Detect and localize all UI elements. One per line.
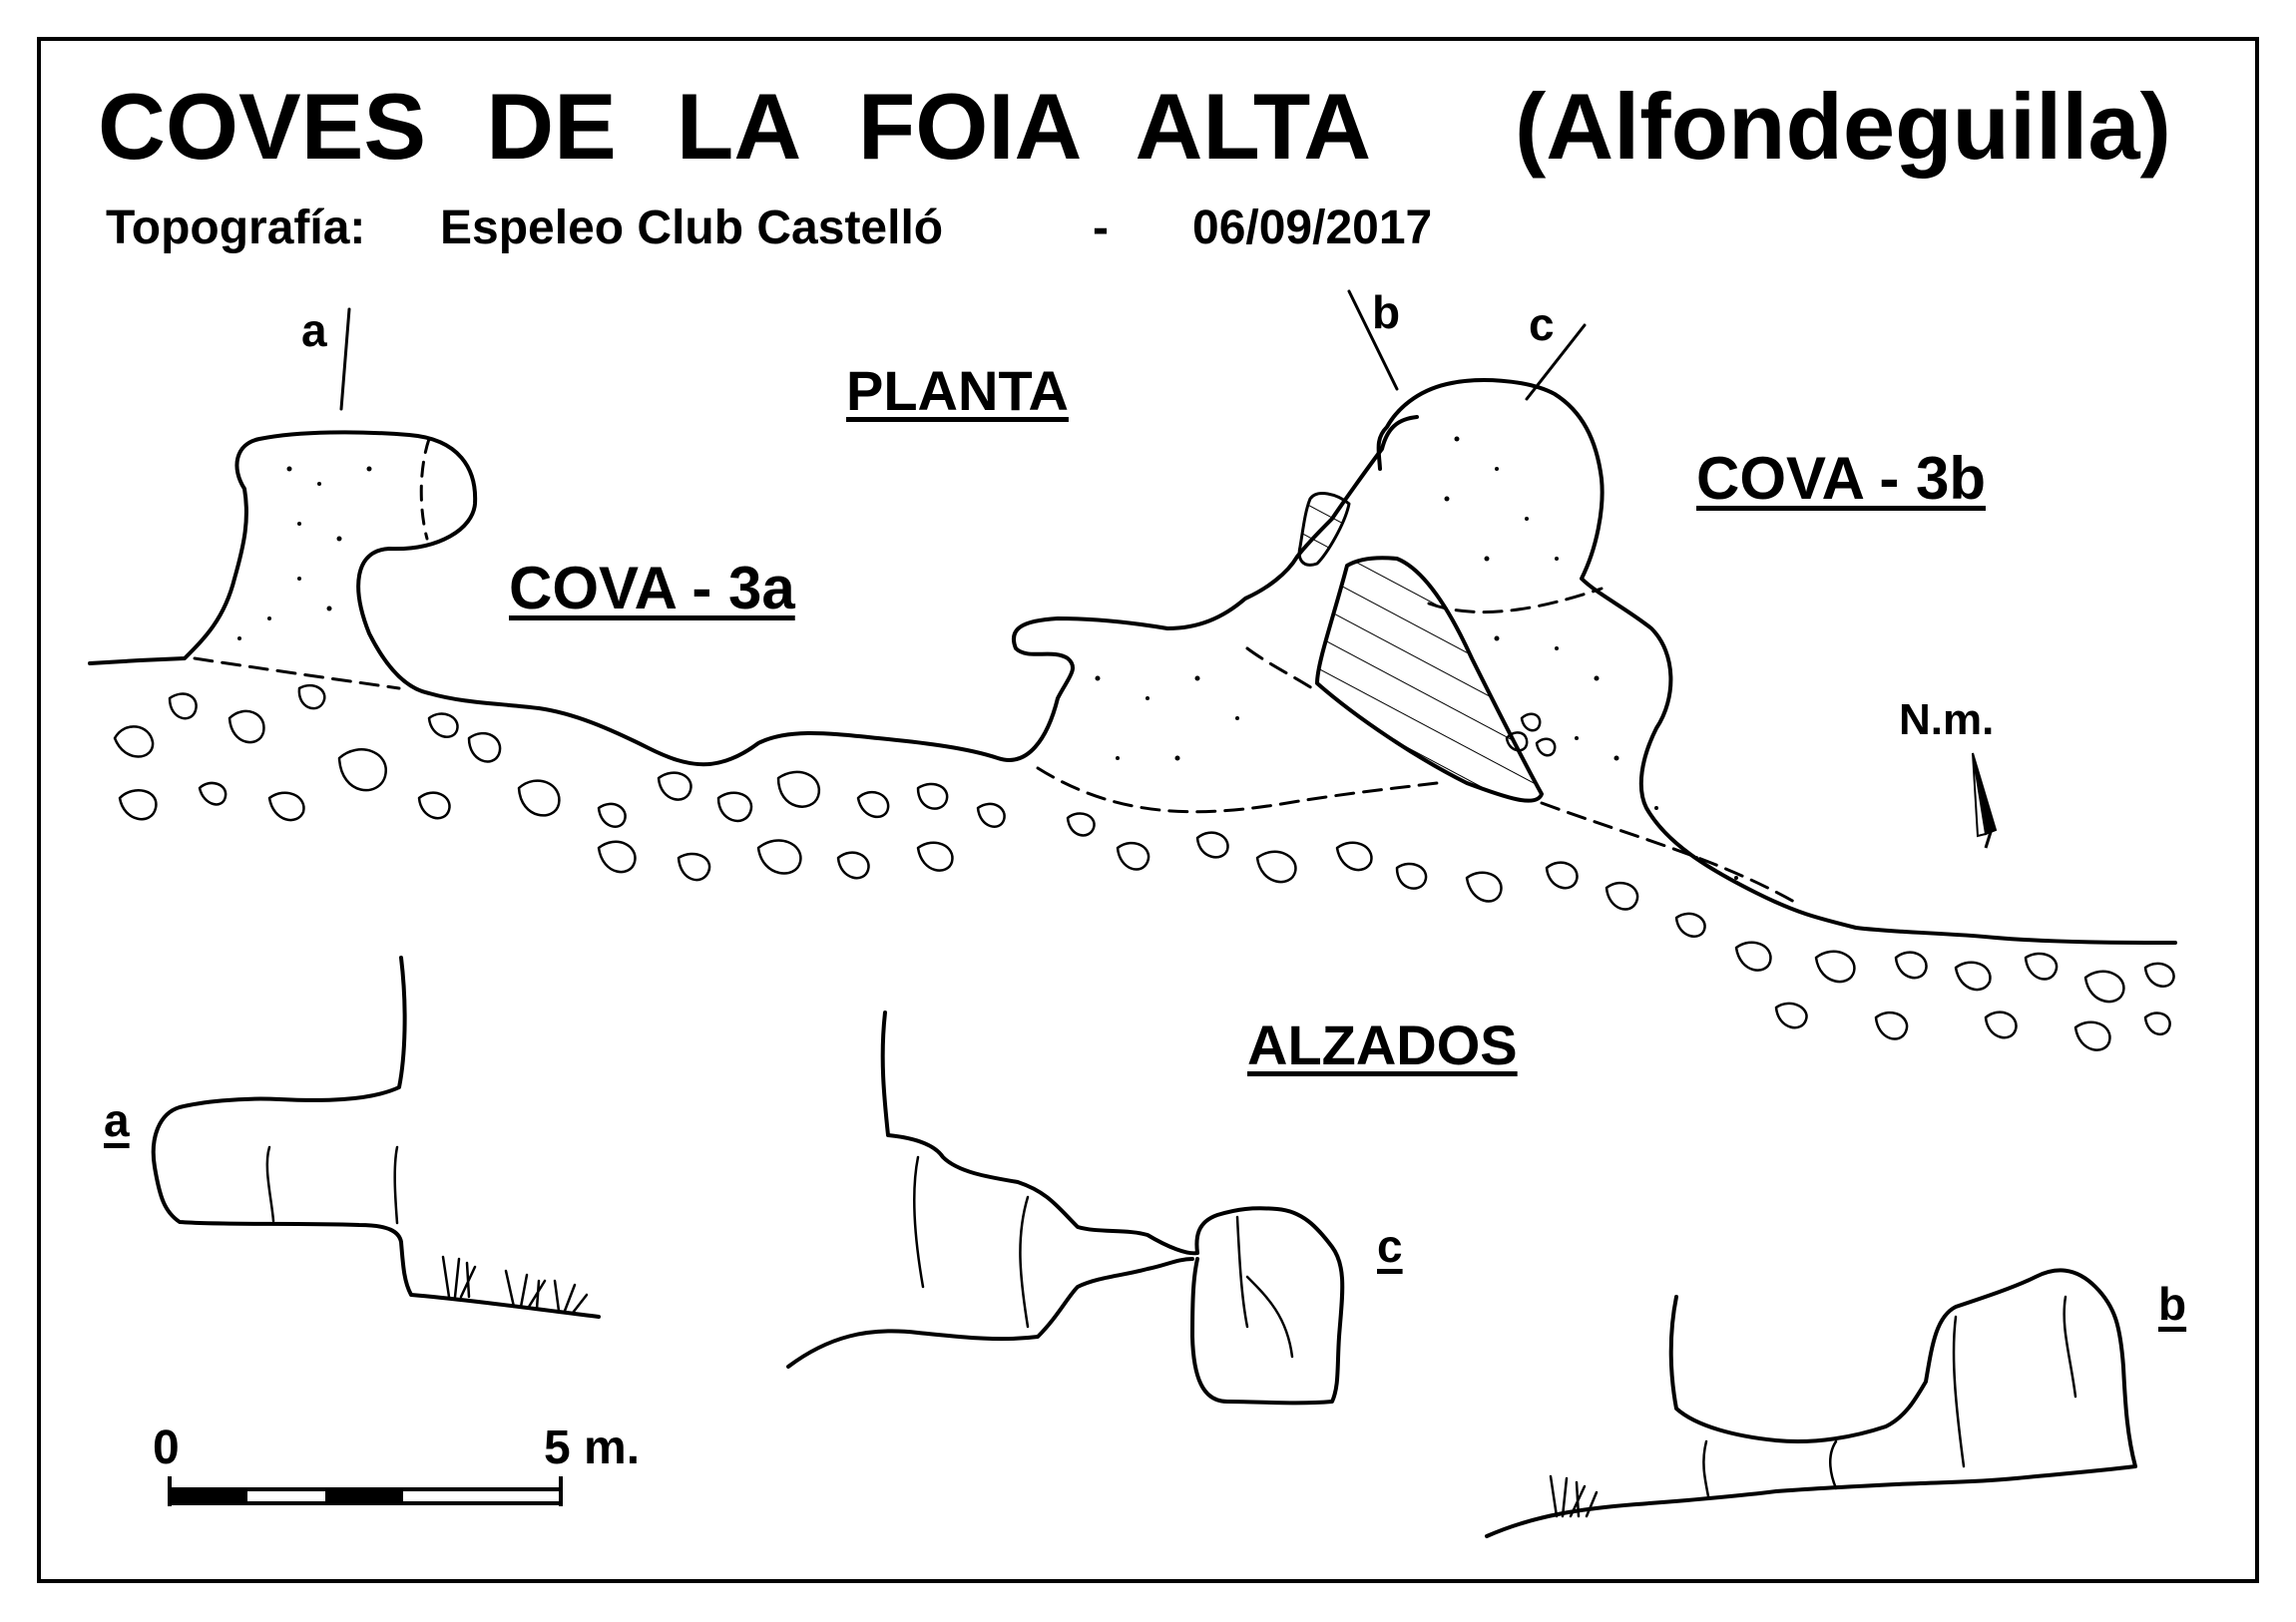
plan-cave-outline: [88, 415, 1419, 767]
plan-view: [88, 289, 2177, 1051]
cave-label-3b: COVA - 3b: [1696, 445, 1987, 512]
plan-cova-3b-outline: [1376, 378, 2177, 945]
north-label: N.m.: [1899, 695, 1995, 744]
section-mark-b: b: [1372, 286, 1401, 338]
credit-dash: -: [1093, 202, 1109, 254]
section-line-a: [339, 307, 351, 411]
plan-heading: PLANTA: [846, 359, 1069, 422]
section-mark-c: c: [1529, 298, 1555, 350]
plan-dashed-boundary: [1036, 766, 1439, 814]
scale-start-label: 0: [153, 1421, 180, 1474]
profile-a: [151, 956, 601, 1319]
scale-end-label: 5 m.: [544, 1421, 641, 1474]
map-title: COVES DE LA FOIA ALTA: [98, 74, 1372, 179]
section-line-b: [1347, 289, 1399, 391]
section-mark-a: a: [301, 304, 327, 356]
profile-c-chamber: [1190, 1206, 1345, 1406]
credit-date: 06/09/2017: [1192, 202, 1433, 254]
map-title-place: (Alfondeguilla): [1515, 74, 2171, 179]
profile-c: [786, 1011, 1345, 1406]
map-frame: [37, 37, 2259, 1583]
credit-label: Topografía:: [106, 202, 366, 254]
plan-dashed-boundary: [1540, 801, 1798, 905]
profile-label-b: b: [2158, 1278, 2187, 1330]
credit-club: Espeleo Club Castelló: [440, 202, 944, 254]
scale-bar: [168, 1476, 563, 1506]
plan-rubble: [113, 683, 2175, 1051]
grass-tufts: [441, 1255, 589, 1315]
north-arrow: [1972, 752, 1998, 849]
grass-tufts: [1549, 1474, 1599, 1518]
plan-dashed-boundary: [193, 656, 401, 690]
plan-dashed-boundary: [419, 437, 431, 541]
profile-label-a: a: [104, 1094, 130, 1146]
plan-small-hatched-rock: [1297, 492, 1351, 567]
profile-b: [1485, 1268, 2137, 1538]
plan-dashed-boundary: [1245, 646, 1314, 690]
plan-floor-dots: [237, 436, 1738, 880]
profiles-heading: ALZADOS: [1247, 1014, 1518, 1076]
profile-label-c: c: [1377, 1220, 1403, 1272]
cave-label-3a: COVA - 3a: [509, 555, 795, 621]
plan-dashed-boundary: [1427, 587, 1604, 614]
section-line-c: [1525, 323, 1587, 401]
plan-rock-block-edge: [1315, 556, 1544, 803]
